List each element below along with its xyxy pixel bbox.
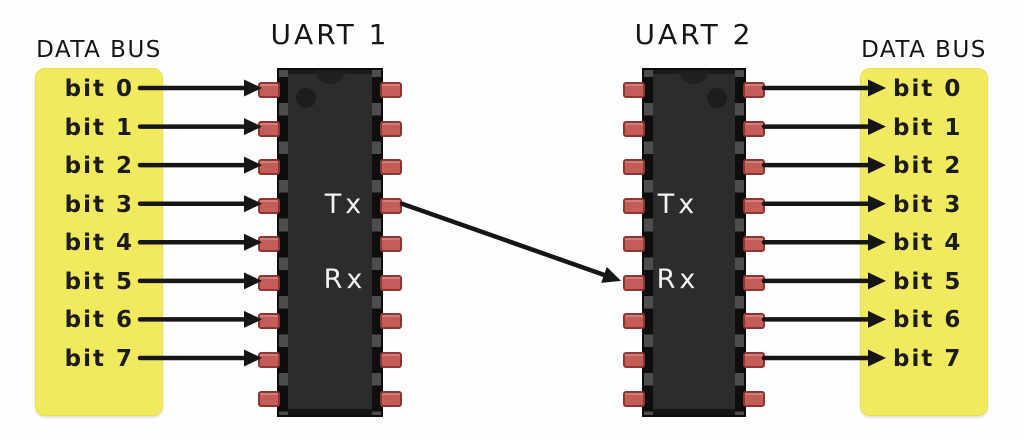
- chip-pin: [623, 120, 645, 137]
- uart1-title: UART 1: [270, 18, 390, 51]
- uart2-tx-label: Tx: [657, 189, 699, 220]
- chip-pin: [623, 351, 645, 368]
- chip-pin: [380, 313, 402, 330]
- chip-pin: [258, 313, 280, 330]
- uart1-chip: Tx Rx: [258, 68, 402, 417]
- pin1-dot: [296, 88, 316, 108]
- chip-pin: [623, 197, 645, 214]
- bus-bit-label: bit 2: [64, 153, 134, 180]
- chip-pin: [623, 274, 645, 291]
- uart1-rx-label: Rx: [323, 264, 367, 295]
- uart2-chip: Tx Rx: [623, 68, 765, 417]
- chip-pin: [380, 120, 402, 137]
- chip-pin: [258, 236, 280, 253]
- chip-edge: [644, 70, 653, 415]
- chip-pin: [743, 197, 765, 214]
- chip-pin: [380, 274, 402, 291]
- bus-bit-label: bit 3: [893, 191, 963, 218]
- chip-edge: [279, 70, 288, 415]
- chip-edge: [735, 70, 744, 415]
- chip-pin: [623, 82, 645, 98]
- chip-pin: [743, 313, 765, 330]
- chip-pin: [258, 120, 280, 137]
- chip-pin: [623, 159, 645, 176]
- data-bus-right-title: DATA BUS: [861, 37, 987, 63]
- chip-pin: [743, 82, 765, 98]
- chip-pin: [380, 351, 402, 368]
- chip-notch: [679, 70, 709, 84]
- chip-pin: [258, 82, 280, 98]
- chip-pin: [623, 313, 645, 330]
- data-bus-left-title: DATA BUS: [36, 37, 162, 63]
- chip-pin: [743, 120, 765, 137]
- bus-bit-label: bit 5: [893, 268, 963, 295]
- bus-bit-label: bit 6: [64, 307, 134, 334]
- uart2-rx-label: Rx: [656, 264, 700, 295]
- bus-bit-label: bit 6: [893, 307, 963, 334]
- bus-bit-label: bit 1: [893, 114, 963, 141]
- chip-pin: [743, 351, 765, 368]
- chip-edge: [372, 70, 381, 415]
- chip-pin: [380, 236, 402, 253]
- serial-tx-rx-arrow: [399, 201, 621, 283]
- pin1-dot: [707, 88, 727, 108]
- uart1-tx-label: Tx: [324, 189, 366, 220]
- chip-pin: [380, 159, 402, 176]
- chip-pin: [380, 390, 402, 407]
- chip-pin: [258, 351, 280, 368]
- chip-pin: [258, 274, 280, 291]
- bus-bit-label: bit 7: [893, 345, 963, 372]
- chip-notch: [315, 70, 345, 84]
- bus-bit-label: bit 4: [893, 230, 963, 257]
- chip-pin: [258, 197, 280, 214]
- chip-pin: [380, 197, 402, 214]
- bus-bit-label: bit 1: [64, 114, 134, 141]
- chip-pin: [623, 236, 645, 253]
- chip-pin: [258, 390, 280, 407]
- bus-bit-label: bit 7: [64, 345, 134, 372]
- uart2-right-pins: [644, 70, 765, 415]
- uart1-right-pins: [279, 70, 402, 415]
- bus-bit-label: bit 0: [64, 76, 134, 102]
- chip-pin: [743, 274, 765, 291]
- chip-pin: [743, 236, 765, 253]
- data-bus-left-box: bit 0 bit 1 bit 2 bit 3 bit 4 bit 5 bit …: [35, 68, 163, 416]
- chip-pin: [743, 390, 765, 407]
- bus-bit-label: bit 3: [64, 191, 134, 218]
- bus-bit-label: bit 4: [64, 230, 134, 257]
- bus-bit-label: bit 0: [893, 76, 963, 102]
- data-bus-right-box: bit 0 bit 1 bit 2 bit 3 bit 4 bit 5 bit …: [860, 68, 988, 416]
- uart2-left-pins: [623, 70, 744, 415]
- chip-pin: [623, 390, 645, 407]
- chip-pin: [380, 82, 402, 98]
- uart2-title: UART 2: [634, 18, 754, 51]
- uart1-left-pins: [258, 70, 381, 415]
- chip-pin: [258, 159, 280, 176]
- bus-bit-label: bit 5: [64, 268, 134, 295]
- bus-bit-label: bit 2: [893, 153, 963, 180]
- chip-pin: [743, 159, 765, 176]
